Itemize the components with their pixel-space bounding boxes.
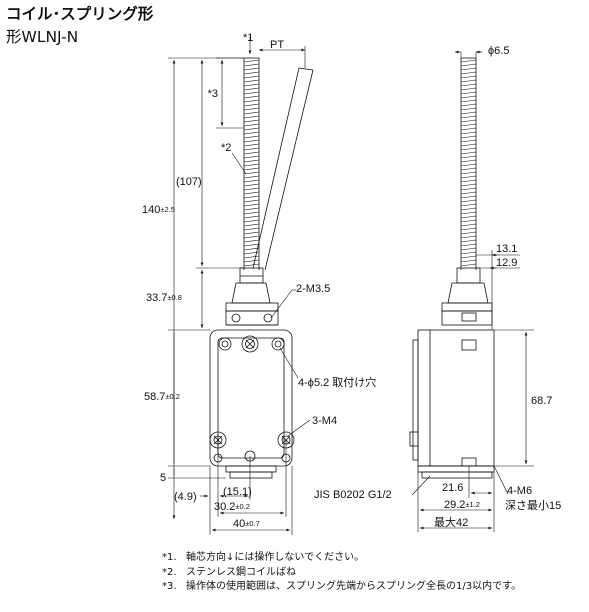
- thread-m4: 3-M4: [312, 415, 337, 427]
- dim-140: 140±2.5: [142, 204, 175, 216]
- dim-30-2: 30.2±0.2: [214, 501, 250, 513]
- note-1: *1.軸芯方向↓には操作しないでください。: [162, 552, 365, 563]
- dim-40: 40±0.7: [233, 518, 260, 530]
- model-number: 形WLNJ-N: [6, 28, 79, 46]
- front-dimension-lines: [168, 36, 311, 535]
- note2-marker: *2: [221, 142, 231, 154]
- dim-29-2: 29.2±1.2: [444, 499, 480, 511]
- dim-21-6: 21.6: [442, 482, 463, 494]
- jis-thread-label: JIS B0202 G1/2: [314, 489, 392, 501]
- dim-max-42: 最大42: [434, 515, 468, 529]
- notes: *1.軸芯方向↓には操作しないでください。 *2.ステンレス鋼コイルばね *3.…: [162, 551, 521, 595]
- mount-hole-label: 4-ϕ5.2 取付け穴: [298, 375, 376, 389]
- dim-68-7: 68.7: [531, 395, 552, 407]
- note-2: *2.ステンレス鋼コイルばね: [162, 566, 296, 578]
- thread-m6: 4-M6: [507, 485, 532, 497]
- dim-5: 5: [160, 472, 166, 484]
- pt-label: PT: [270, 39, 284, 51]
- dim-12-9: 12.9: [496, 257, 517, 269]
- product-title: コイル･スプリング形: [6, 5, 154, 23]
- dim-33-7: 33.7±0.8: [146, 292, 182, 304]
- note-3: *3.操作体の使用範囲は、スプリング先端からスプリング全長の1/3以内です。: [162, 581, 522, 592]
- dim-107: (107): [176, 176, 202, 188]
- dim-58-7: 58.7±0.2: [144, 391, 180, 403]
- side-view: [409, 57, 495, 479]
- dim-phi-6-5: ϕ6.5: [488, 45, 509, 57]
- side-dimension-lines: [411, 50, 534, 532]
- thread-depth: 深さ最小15: [505, 499, 561, 512]
- dim-4-9: (4.9): [174, 491, 197, 503]
- thread-m35: 2-M3.5: [296, 283, 330, 295]
- note3-marker: *3: [208, 88, 218, 100]
- note1-marker: *1: [243, 32, 253, 44]
- dim-13-1: 13.1: [496, 243, 517, 255]
- dim-15-1: (15.1): [223, 486, 252, 498]
